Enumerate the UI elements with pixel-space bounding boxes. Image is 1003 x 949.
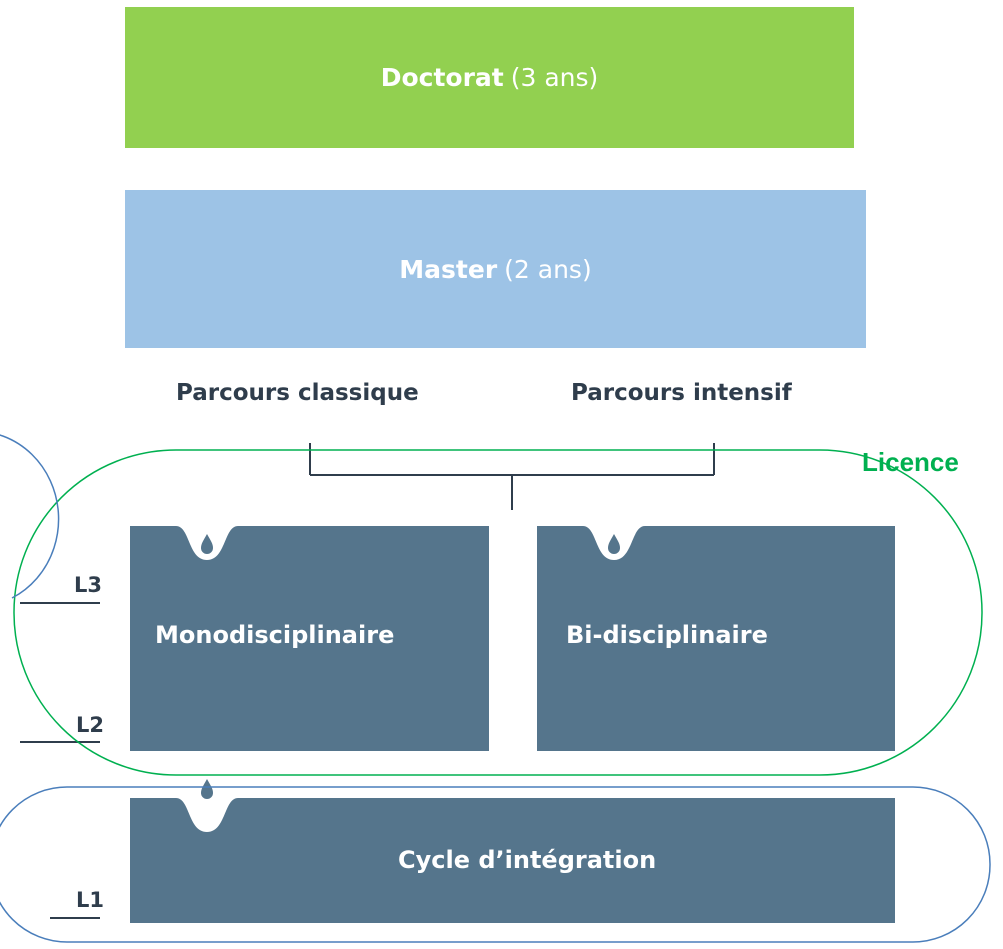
- master-label: Master: [399, 254, 498, 284]
- drop-icon: [608, 534, 620, 554]
- monodisciplinaire-block: [130, 526, 489, 751]
- parcours-classique-label: Parcours classique: [176, 380, 419, 406]
- doctorat-box: Doctorat (3 ans): [125, 7, 854, 148]
- doctorat-label: Doctorat: [380, 63, 504, 92]
- master-duration: (2 ans): [504, 254, 592, 284]
- l3-label: L3: [74, 573, 102, 597]
- l1-label: L1: [76, 888, 104, 912]
- doctorat-duration: (3 ans): [510, 63, 599, 92]
- cycle-integration-block: [130, 798, 895, 923]
- previous-outline-arc: [0, 434, 60, 599]
- licence-label: Licence: [862, 447, 959, 477]
- monodisciplinaire-label: Monodisciplinaire: [155, 621, 395, 649]
- parcours-intensif-label: Parcours intensif: [571, 380, 792, 406]
- path-connectors: [309, 443, 715, 510]
- l2-label: L2: [76, 713, 104, 737]
- licence-outline: [13, 449, 983, 776]
- bi-disciplinaire-block: [537, 526, 895, 751]
- master-box: Master (2 ans): [125, 190, 866, 348]
- integration-cycle-outline: [0, 786, 991, 943]
- cycle-integration-label: Cycle d’intégration: [398, 846, 657, 874]
- drop-icon: [201, 779, 213, 799]
- year-separators: [20, 602, 100, 919]
- drop-icon: [201, 534, 213, 554]
- bi-disciplinaire-label: Bi-disciplinaire: [566, 621, 768, 649]
